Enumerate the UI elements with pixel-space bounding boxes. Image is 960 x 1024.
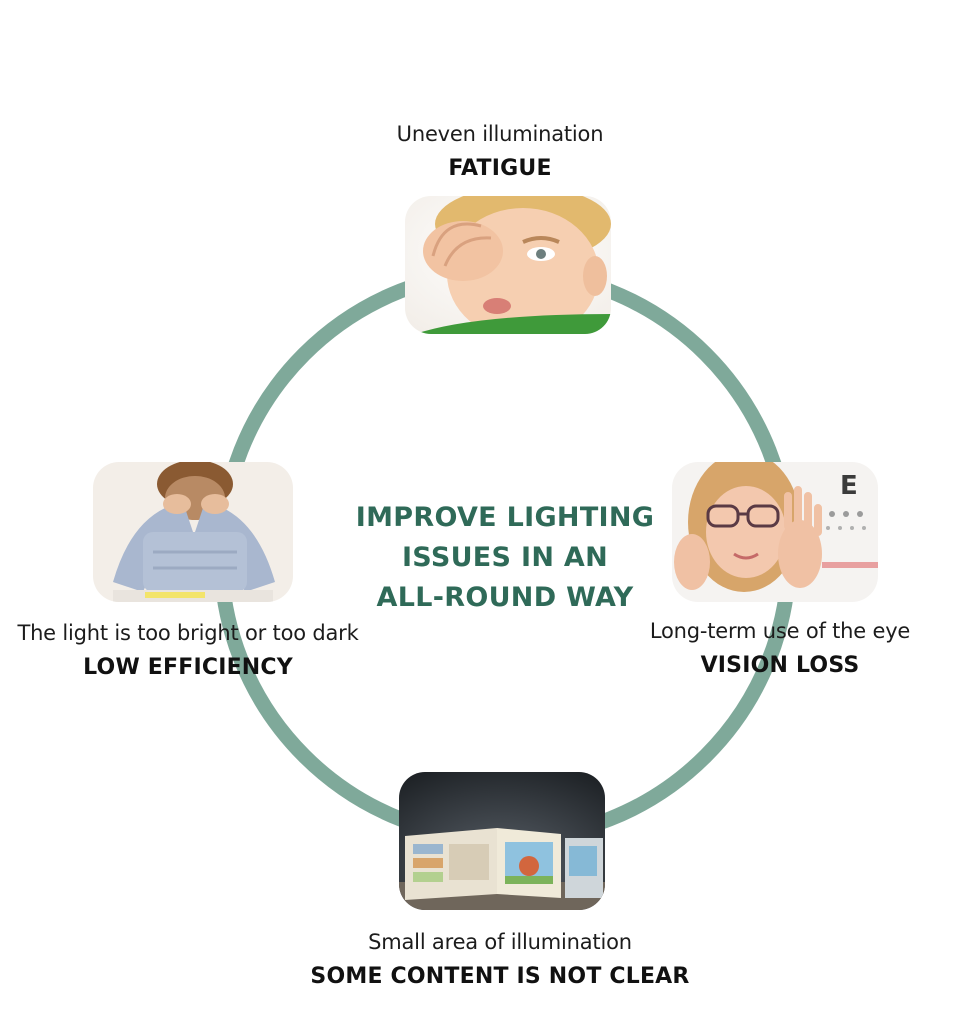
svg-text:E: E xyxy=(840,471,858,501)
child-head-in-hands-photo xyxy=(93,462,293,602)
node-right-caption: Long-term use of the eye VISION LOSS xyxy=(630,619,930,678)
node-bottom-title: SOME CONTENT IS NOT CLEAR xyxy=(310,964,690,989)
node-bottom-subtitle: Small area of illumination xyxy=(368,930,632,954)
node-left-subtitle: The light is too bright or too dark xyxy=(17,621,359,645)
girl-glasses-eye-chart-photo: E xyxy=(672,462,878,602)
center-headline-line-2: ISSUES IN AN xyxy=(401,542,609,573)
node-right-title: VISION LOSS xyxy=(700,653,860,678)
node-top-subtitle: Uneven illumination xyxy=(396,122,604,146)
node-top-caption: Uneven illumination FATIGUE xyxy=(300,122,700,181)
node-left-caption: The light is too bright or too dark LOW … xyxy=(2,621,374,680)
center-headline: IMPROVE LIGHTING ISSUES IN AN ALL-ROUND … xyxy=(300,498,710,618)
node-right-subtitle: Long-term use of the eye xyxy=(649,619,911,643)
book-dim-light-photo xyxy=(399,772,605,910)
node-top-title: FATIGUE xyxy=(448,156,552,181)
child-rubbing-eye-photo xyxy=(405,196,611,334)
center-headline-line-3: ALL-ROUND WAY xyxy=(376,582,634,613)
node-bottom-caption: Small area of illumination SOME CONTENT … xyxy=(280,930,720,989)
node-left-title: LOW EFFICIENCY xyxy=(83,655,293,680)
center-headline-line-1: IMPROVE LIGHTING xyxy=(355,502,655,533)
